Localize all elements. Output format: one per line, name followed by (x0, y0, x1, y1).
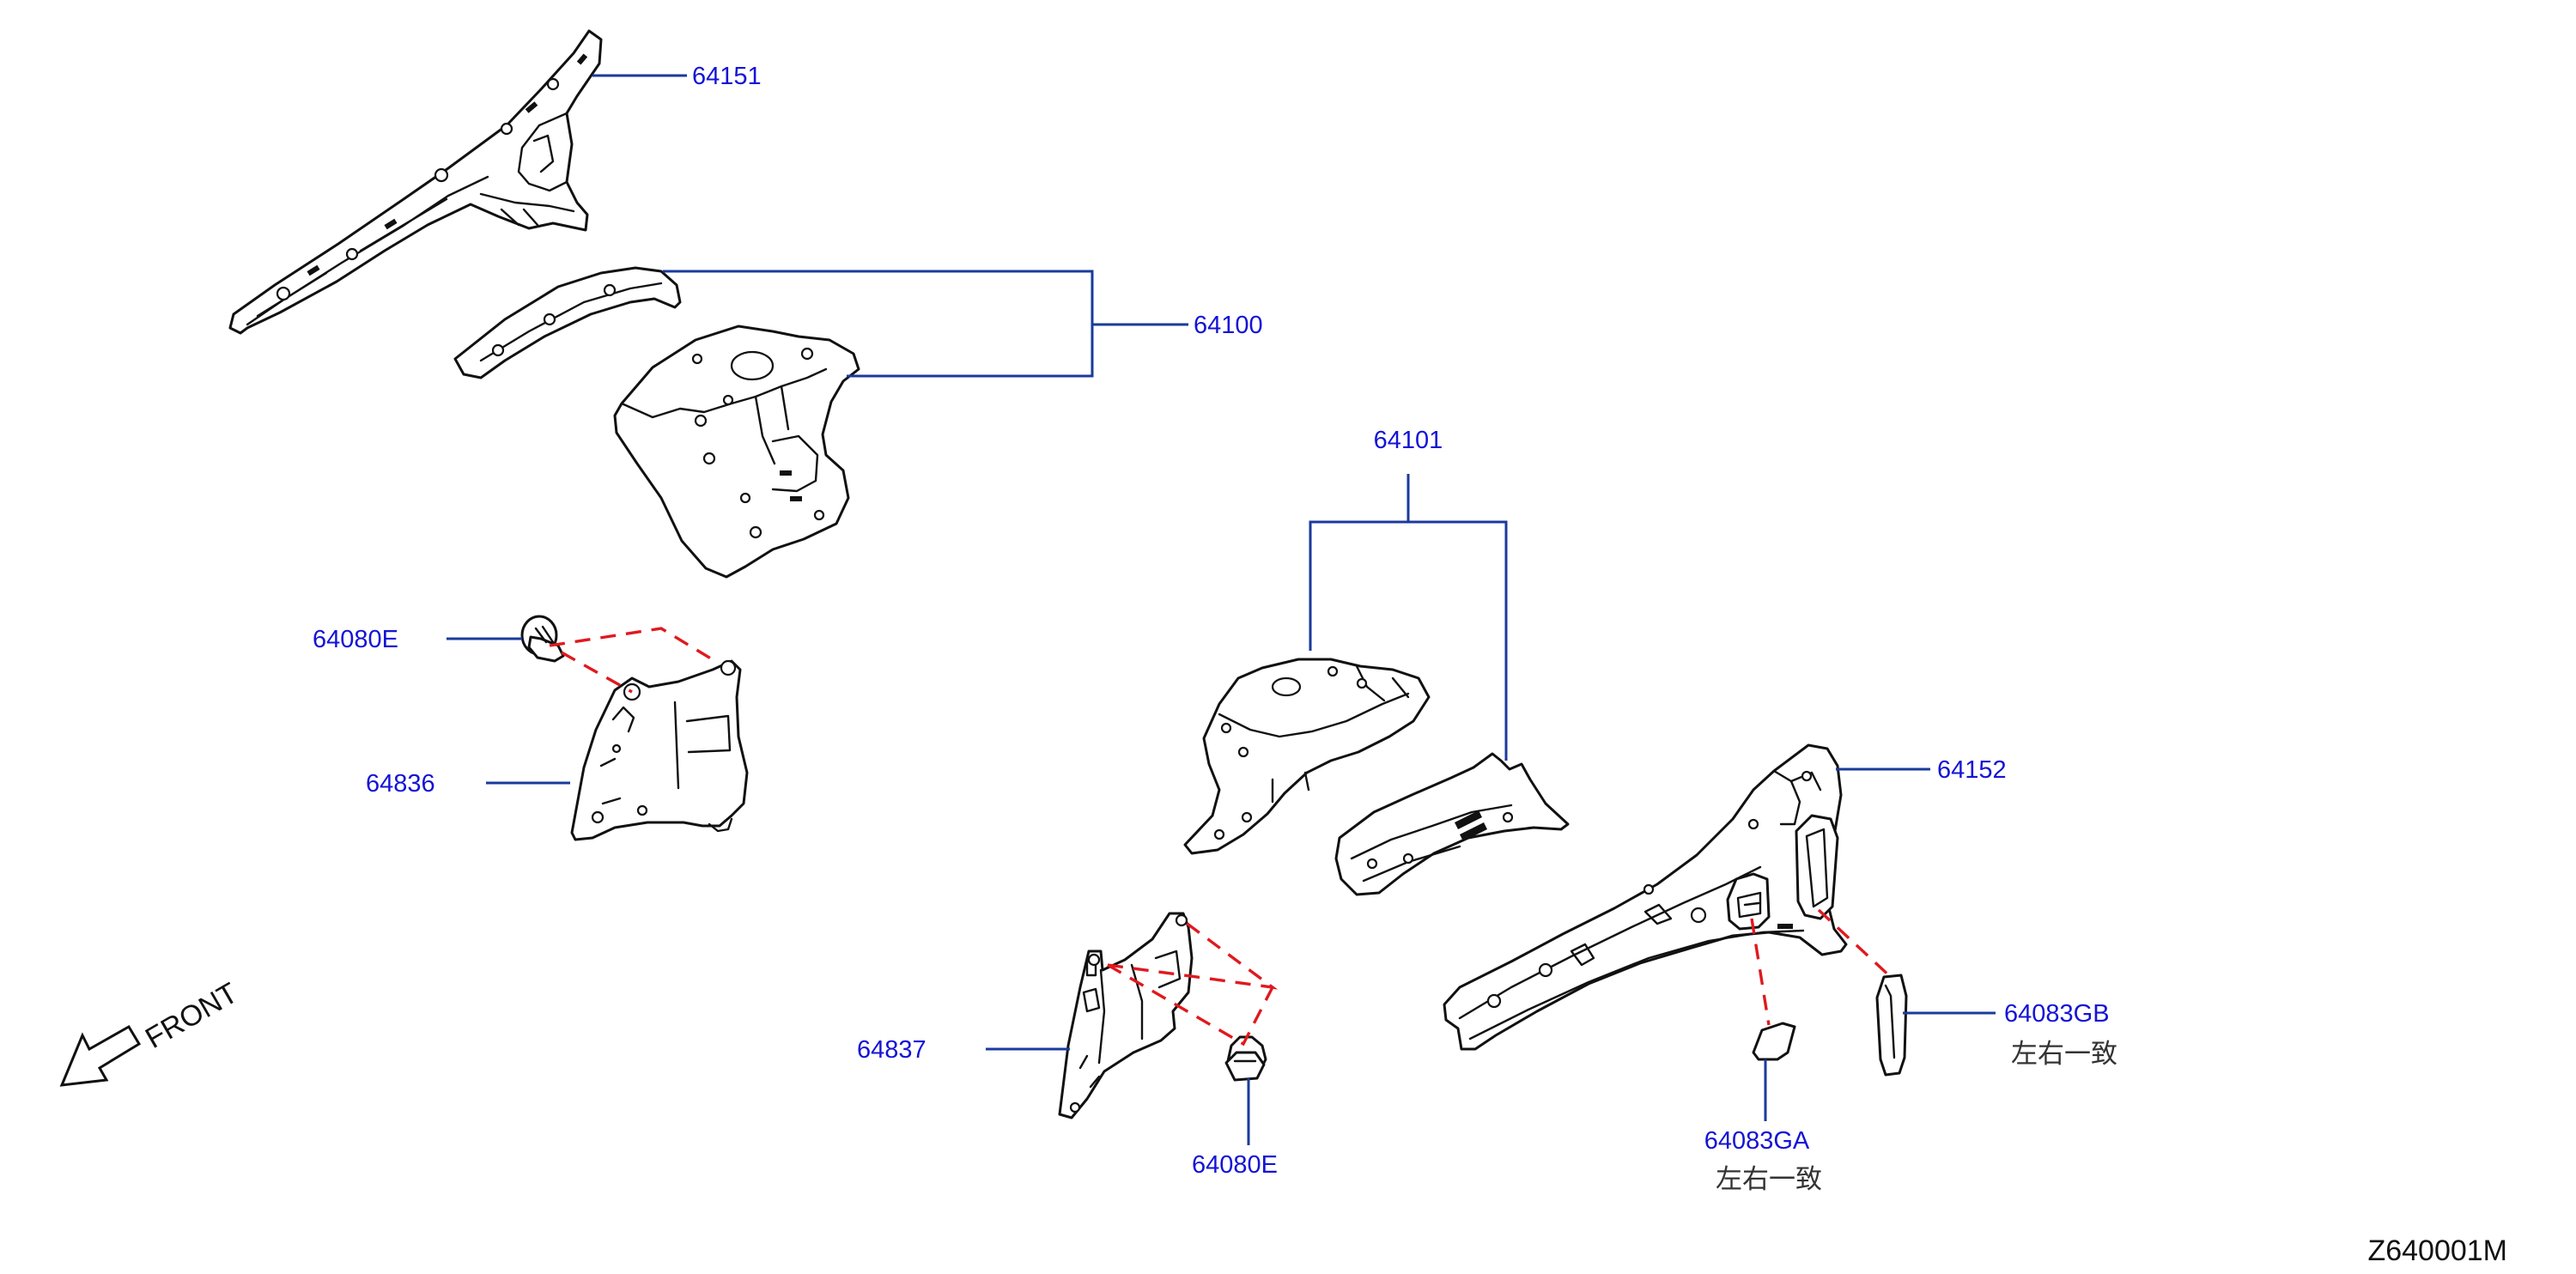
callout-64837[interactable]: 64837 (857, 1036, 927, 1064)
part-64100-illustration (453, 266, 860, 579)
front-arrow-icon (59, 1024, 142, 1087)
part-number-label[interactable]: 64836 (366, 770, 435, 798)
part-64083ga-illustration (1752, 1022, 1796, 1061)
callout-64151[interactable]: 64151 (692, 63, 762, 90)
part-number-label[interactable]: 64080E (313, 626, 398, 653)
part-64151-illustration (228, 29, 603, 335)
callout-64080e-bottom[interactable]: 64080E (1192, 1151, 1278, 1179)
front-label: FRONT (140, 976, 243, 1054)
callout-64101[interactable]: 64101 (1374, 427, 1443, 454)
part-64080e-top-illustration (520, 615, 565, 663)
part-number-label[interactable]: 64151 (692, 63, 762, 90)
part-64101-illustration (1183, 658, 1570, 896)
part-number-label[interactable]: 64101 (1374, 427, 1443, 454)
symmetry-note: 左右一致 (1716, 1164, 1822, 1195)
part-number-label[interactable]: 64080E (1192, 1151, 1278, 1179)
front-orientation-indicator: FRONT (59, 976, 243, 1087)
part-number-label[interactable]: 64083GB (2004, 1000, 2110, 1028)
part-64836-illustration (570, 659, 749, 841)
callout-64083gb[interactable]: 64083GB 左右一致 (2004, 1000, 2117, 1070)
callout-64080e-top[interactable]: 64080E (313, 626, 398, 653)
symmetry-note: 左右一致 (2011, 1039, 2117, 1070)
part-64837-illustration (1058, 912, 1194, 1119)
part-number-label[interactable]: 64837 (857, 1036, 927, 1064)
callout-64836[interactable]: 64836 (366, 770, 435, 798)
callout-64083ga[interactable]: 64083GA 左右一致 (1704, 1127, 1822, 1195)
assembly-dash-lines (549, 627, 1894, 1046)
leader-lines (447, 74, 1996, 1145)
part-number-label[interactable]: 64083GA (1704, 1127, 1810, 1155)
callout-64152[interactable]: 64152 (1937, 756, 2007, 784)
part-64152-illustration (1443, 743, 1848, 1051)
part-number-label[interactable]: 64152 (1937, 756, 2007, 784)
part-64083gb-illustration (1875, 974, 1908, 1077)
callout-64100[interactable]: 64100 (1194, 312, 1263, 339)
part-number-label[interactable]: 64100 (1194, 312, 1263, 339)
diagram-code: Z640001M (2367, 1235, 2507, 1267)
part-64080e-bottom-illustration (1224, 1035, 1267, 1082)
